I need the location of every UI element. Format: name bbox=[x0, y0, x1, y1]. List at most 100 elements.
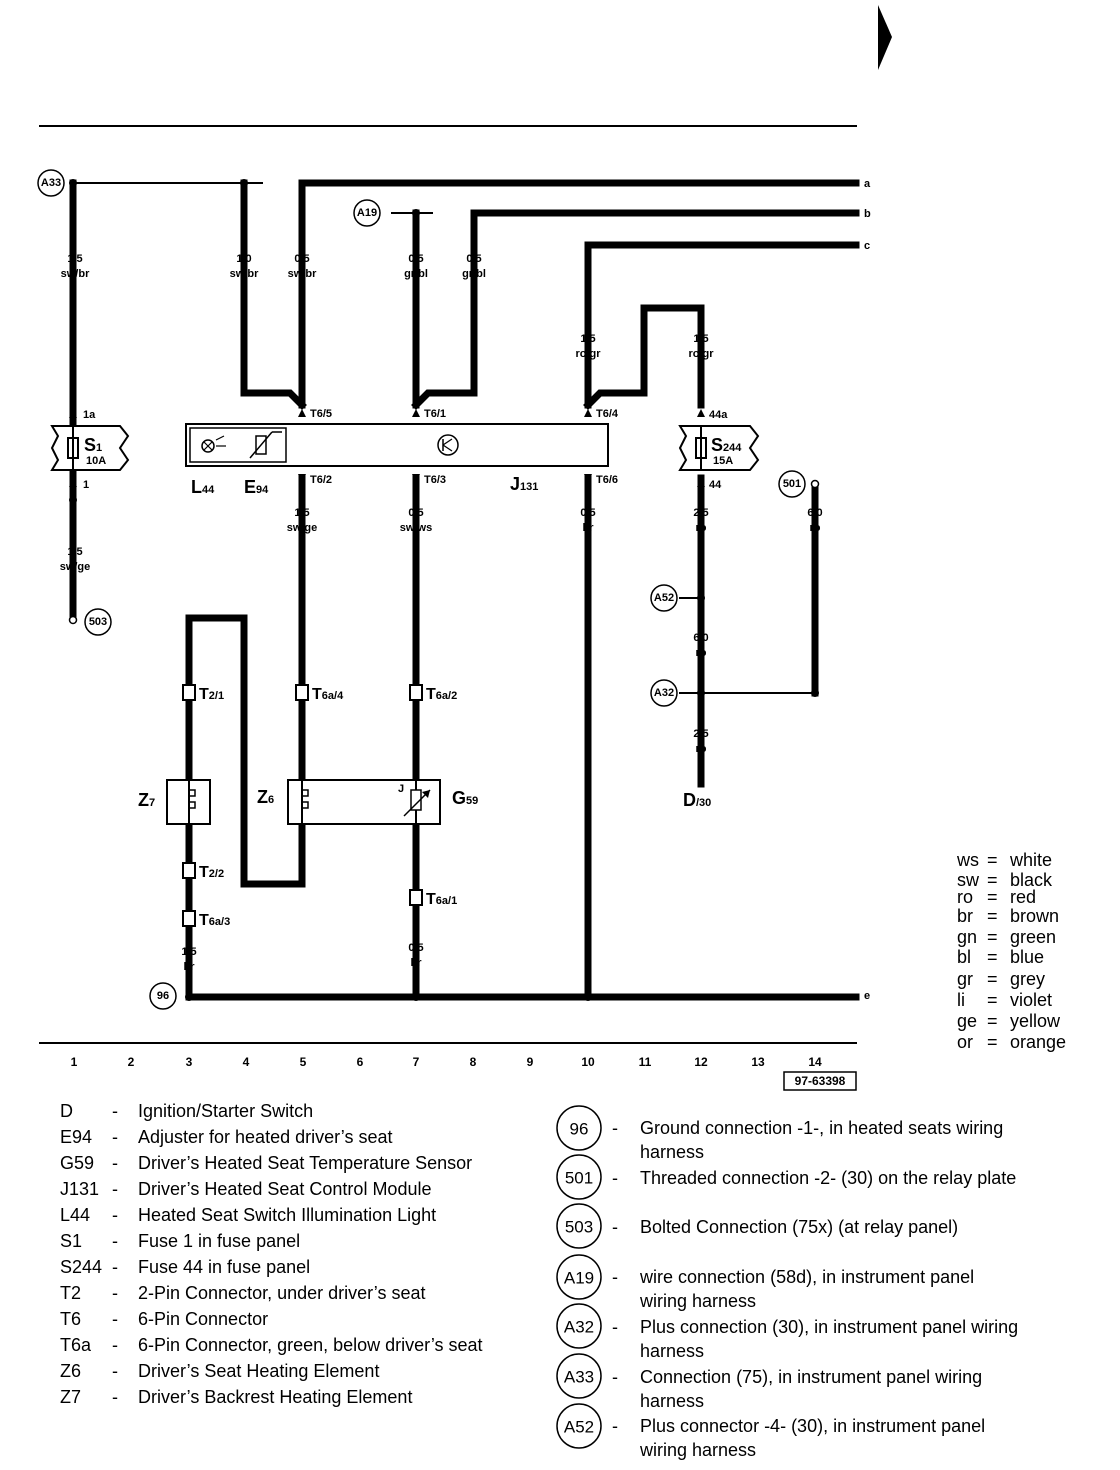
svg-text:503: 503 bbox=[565, 1218, 593, 1237]
color-name: green bbox=[1010, 927, 1056, 947]
svg-text:12: 12 bbox=[694, 1055, 708, 1069]
color-code: sw bbox=[957, 870, 980, 890]
color-name: black bbox=[1010, 870, 1053, 890]
wire-label: 0,5 bbox=[408, 507, 423, 519]
svg-text:-: - bbox=[612, 1416, 618, 1436]
doc-number-box: 97-63398 bbox=[783, 1071, 857, 1091]
thick-wires bbox=[69, 179, 860, 1001]
svg-text:-: - bbox=[112, 1257, 118, 1277]
legend-row: A52 - Plus connector -4- (30), in instru… bbox=[556, 1403, 985, 1460]
svg-text:=: = bbox=[987, 1032, 998, 1052]
wire-label: 2,5 bbox=[693, 507, 708, 519]
svg-text:13: 13 bbox=[751, 1055, 765, 1069]
connection-point-a52[interactable]: A52 bbox=[650, 584, 678, 612]
pin-label: T6/4 bbox=[596, 408, 619, 420]
pin-label: 44 bbox=[709, 479, 722, 491]
connector-markers bbox=[182, 684, 423, 927]
wire-label: 1,0 bbox=[236, 253, 251, 265]
color-name: brown bbox=[1010, 906, 1059, 926]
heating-element-z7[interactable] bbox=[166, 779, 211, 825]
legend-row: A33 - Connection (75), in instrument pan… bbox=[556, 1353, 982, 1411]
legend-row: T6-6-Pin Connector bbox=[60, 1309, 268, 1329]
svg-text:=: = bbox=[987, 887, 998, 907]
svg-text:5: 5 bbox=[300, 1055, 307, 1069]
legend-row: A32 - Plus connection (30), in instrumen… bbox=[556, 1303, 1018, 1361]
component-label-z7: Z7 bbox=[138, 790, 155, 810]
wire-label: 2,5 bbox=[693, 728, 708, 740]
svg-text:A19: A19 bbox=[564, 1269, 594, 1288]
legend-row: L44-Heated Seat Switch Illumination Ligh… bbox=[60, 1205, 436, 1225]
svg-text:A32: A32 bbox=[654, 687, 674, 699]
wire-end-e: e bbox=[864, 990, 870, 1002]
svg-text:1: 1 bbox=[71, 1055, 78, 1069]
svg-text:3: 3 bbox=[186, 1055, 193, 1069]
svg-text:Plus connector -4- (30), in in: Plus connector -4- (30), in instrument p… bbox=[640, 1416, 985, 1436]
svg-text:J131: J131 bbox=[60, 1179, 99, 1199]
connection-point-a32[interactable]: A32 bbox=[650, 679, 678, 707]
next-page-arrow-icon[interactable] bbox=[878, 5, 892, 70]
svg-text:=: = bbox=[987, 990, 998, 1010]
svg-text:Fuse 44 in fuse panel: Fuse 44 in fuse panel bbox=[138, 1257, 310, 1277]
svg-text:Ground connection -1-, in heat: Ground connection -1-, in heated seats w… bbox=[640, 1118, 1003, 1138]
svg-text:-: - bbox=[112, 1179, 118, 1199]
pin-label: T6/3 bbox=[424, 474, 446, 486]
wire-end-b: b bbox=[864, 208, 871, 220]
connector-label-t6a-2: T6a/2 bbox=[426, 686, 457, 703]
connection-point-a19[interactable]: A19 bbox=[353, 199, 381, 227]
svg-text:-: - bbox=[612, 1168, 618, 1188]
legend-row: A19 - wire connection (58d), in instrume… bbox=[556, 1254, 974, 1311]
wire-label: 0,5 bbox=[294, 253, 309, 265]
transistor-icon bbox=[437, 434, 459, 456]
wire-label: 6,0 bbox=[807, 507, 822, 519]
wire-label: 1,5 bbox=[294, 507, 309, 519]
component-label-j131: J131 bbox=[510, 474, 538, 494]
color-code: ws bbox=[956, 850, 979, 870]
wire-end-c: c bbox=[864, 240, 870, 252]
svg-text:503: 503 bbox=[89, 616, 107, 628]
color-legend: ws = white sw = black ro = red br = brow… bbox=[956, 850, 1066, 1052]
pin-label: T6/2 bbox=[310, 474, 332, 486]
control-module-j131[interactable] bbox=[185, 423, 609, 467]
svg-text:-: - bbox=[112, 1335, 118, 1355]
svg-text:Plus connection (30), in instr: Plus connection (30), in instrument pane… bbox=[640, 1317, 1018, 1337]
legend-row: 96 - Ground connection -1-, in heated se… bbox=[556, 1105, 1003, 1162]
pin-arrows bbox=[69, 409, 705, 494]
wire-label: br bbox=[184, 961, 196, 973]
svg-text:D: D bbox=[60, 1101, 73, 1121]
wire-label: ro/gr bbox=[575, 348, 601, 360]
wire-label: 0,5 bbox=[408, 253, 423, 265]
legend-row: Z6-Driver’s Seat Heating Element bbox=[60, 1361, 379, 1381]
svg-text:=: = bbox=[987, 870, 998, 890]
svg-text:-: - bbox=[612, 1317, 618, 1337]
wire-label: 1,5 bbox=[67, 253, 82, 265]
fuse-s1-rating: 10A bbox=[86, 455, 106, 467]
svg-text:A52: A52 bbox=[654, 592, 674, 604]
color-name: grey bbox=[1010, 969, 1045, 989]
connection-point-503[interactable]: 503 bbox=[68, 608, 112, 636]
svg-text:=: = bbox=[987, 947, 998, 967]
wire-label: sw/ge bbox=[60, 561, 91, 573]
temperature-sensor-g59[interactable]: J bbox=[398, 779, 431, 825]
svg-text:wiring harness: wiring harness bbox=[639, 1440, 756, 1460]
svg-text:=: = bbox=[987, 906, 998, 926]
color-code: gr bbox=[957, 969, 973, 989]
wire-label: 1,5 bbox=[67, 546, 82, 558]
svg-text:Driver’s Backrest Heating Elem: Driver’s Backrest Heating Element bbox=[138, 1387, 412, 1407]
wire-labels: 1,5 sw/br 1,0 sw/br 0,5 sw/br 0,5 gr/bl … bbox=[60, 253, 823, 973]
svg-text:Threaded connection -2- (30) o: Threaded connection -2- (30) on the rela… bbox=[640, 1168, 1016, 1188]
fuse-s244[interactable]: S244 15A bbox=[678, 425, 760, 471]
color-code: ro bbox=[957, 887, 973, 907]
legend-row: J131-Driver’s Heated Seat Control Module bbox=[60, 1179, 431, 1199]
legend-row: Z7-Driver’s Backrest Heating Element bbox=[60, 1387, 412, 1407]
connection-point-501[interactable]: 501 bbox=[778, 470, 820, 498]
thin-wires bbox=[72, 182, 816, 694]
connection-point-96[interactable]: 96 bbox=[149, 982, 177, 1010]
svg-text:6-Pin Connector: 6-Pin Connector bbox=[138, 1309, 268, 1329]
svg-text:A52: A52 bbox=[564, 1418, 594, 1437]
legend-row: G59-Driver’s Heated Seat Temperature Sen… bbox=[60, 1153, 472, 1173]
connection-point-a33[interactable]: A33 bbox=[37, 169, 65, 197]
svg-text:wire connection (58d), in inst: wire connection (58d), in instrument pan… bbox=[639, 1267, 974, 1287]
fuse-s1[interactable]: S1 10A bbox=[50, 425, 130, 471]
wire-label: 1,5 bbox=[693, 333, 708, 345]
svg-text:Connection (75), in instrument: Connection (75), in instrument panel wir… bbox=[640, 1367, 982, 1387]
